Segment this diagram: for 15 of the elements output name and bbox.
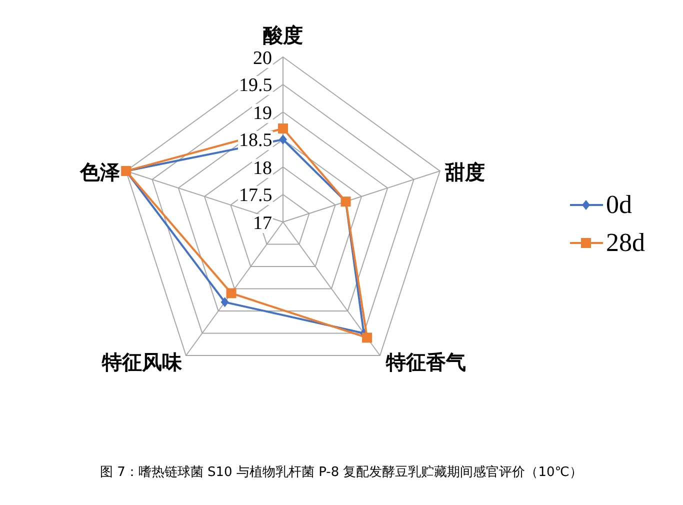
caption: 图 7：嗜热链球菌 S10 与植物乳杆菌 P-8 复配发酵豆乳贮藏期间感官评价（10℃） xyxy=(100,466,582,478)
tick-label: 20 xyxy=(252,48,273,68)
axis-label: 特征风味 xyxy=(102,352,182,372)
tick-label: 18.5 xyxy=(238,131,274,150)
legend-label: 28d xyxy=(606,230,645,256)
tick-label: 19 xyxy=(252,104,273,122)
axis-label: 酸度 xyxy=(263,25,303,45)
axis-label: 特征香气 xyxy=(386,352,466,372)
axis-label: 色泽 xyxy=(80,162,120,182)
tick-label: 17.5 xyxy=(238,186,274,205)
legend-label: 0d xyxy=(606,192,632,218)
tick-label: 19.5 xyxy=(238,76,274,95)
tick-label: 17 xyxy=(252,214,273,232)
tick-label: 18 xyxy=(252,158,273,178)
axis-label: 甜度 xyxy=(445,162,485,182)
